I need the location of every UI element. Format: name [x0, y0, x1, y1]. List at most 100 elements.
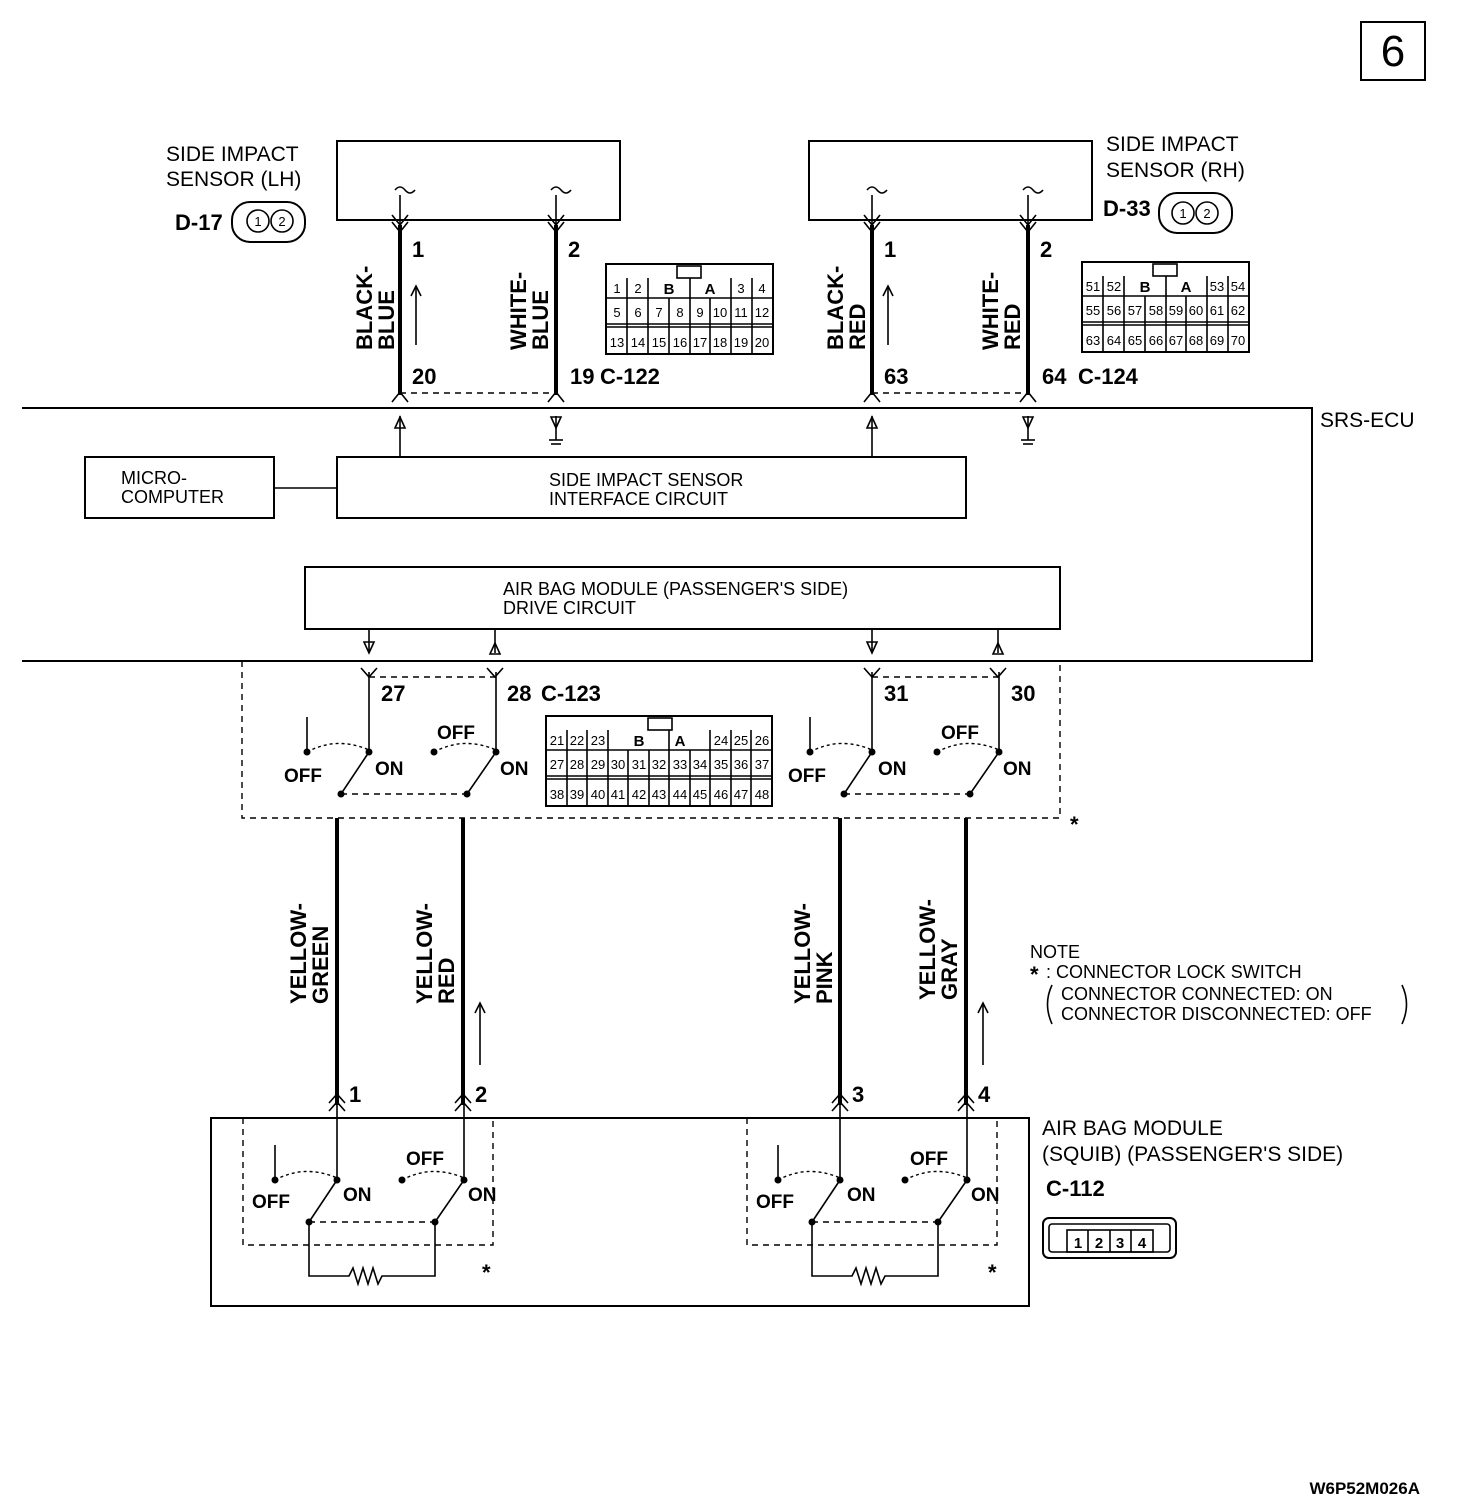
note-bracket-right [1401, 984, 1408, 1025]
squib-switch-off-4: OFF [910, 1149, 948, 1170]
sensor-lh-box [336, 140, 621, 221]
wire-lh2-color-2: BLUE [528, 290, 553, 350]
microcomputer-label-2: COMPUTER [121, 487, 224, 507]
connector-c122-face: 1 2 B A 3 4 5 6 7 8 9 10 11 12 13 14 15 … [605, 263, 774, 355]
ecu-terminal-marks [360, 667, 1007, 679]
c124-pin: 70 [1231, 333, 1245, 348]
c123-pin: 25 [734, 733, 748, 748]
sensor-lh-connector: D-17 [175, 210, 223, 235]
c122-pin: 15 [652, 335, 666, 350]
ecu-switch-on-2: ON [500, 759, 529, 780]
wire-lh2-pin-top: 2 [568, 237, 580, 262]
c123-pin: 23 [591, 733, 605, 748]
connector-c122-label: C-122 [600, 364, 660, 389]
c124-pin: 62 [1231, 303, 1245, 318]
squib-pin-1: 1 [349, 1082, 361, 1107]
c122-pin: 16 [673, 335, 687, 350]
wire-rh2-pin-bottom: 64 [1042, 364, 1067, 389]
sensor-rh-title-2: SENSOR (RH) [1106, 159, 1245, 182]
ecu-switch-on-3: ON [878, 759, 907, 780]
ecu-lock-switch-boundary [241, 661, 1061, 819]
current-arrow-icons-bottom [474, 1001, 989, 1065]
c123-pin: 47 [734, 787, 748, 802]
note-title: NOTE [1030, 942, 1080, 962]
c123-pin: 24 [714, 733, 728, 748]
sensor-lh-title-2: SENSOR (LH) [166, 168, 301, 191]
c122-pin: 8 [676, 305, 683, 320]
ecu-input-symbols [393, 415, 1035, 457]
drive-output-symbols [362, 629, 1005, 655]
wire-lh2-pin-bottom: 19 [570, 364, 594, 389]
note-star: * [1030, 962, 1039, 987]
squib-pin-2: 2 [475, 1082, 487, 1107]
c124-pin: 61 [1210, 303, 1224, 318]
c124-pin: 51 [1086, 279, 1100, 294]
wire-rh2-pin-top: 2 [1040, 237, 1052, 262]
wire-rh1-color-2: RED [845, 304, 870, 350]
c123-pin: 22 [570, 733, 584, 748]
wire-squib1-color-1: YELLOW- [286, 903, 311, 1004]
ecu-pin-31: 31 [884, 681, 908, 706]
sensor-rh-box [808, 140, 1093, 221]
c124-pin: 67 [1169, 333, 1183, 348]
drive-circuit-box [304, 566, 1061, 630]
c122-pin: 3 [737, 281, 744, 296]
interface-circuit-label-2: INTERFACE CIRCUIT [549, 489, 728, 509]
c122-pin: A [705, 281, 716, 298]
airbag-lock-switch-2 [746, 1117, 998, 1246]
squib-switch-on-3: ON [847, 1185, 876, 1206]
wire-squib3-color-1: YELLOW- [790, 903, 815, 1004]
c112-pin: 1 [1074, 1235, 1082, 1252]
sensor-lh-title-1: SIDE IMPACT [166, 143, 299, 166]
airbag-title-1: AIR BAG MODULE [1042, 1117, 1223, 1140]
c123-pin: 40 [591, 787, 605, 802]
c122-pin: 7 [655, 305, 662, 320]
c122-pin: 6 [634, 305, 641, 320]
sensor-rh-title-1: SIDE IMPACT [1106, 133, 1239, 156]
wire-squib3-color-2: PINK [812, 951, 837, 1004]
c123-pin: 31 [632, 757, 646, 772]
c123-pin: 37 [755, 757, 769, 772]
c123-pin: 46 [714, 787, 728, 802]
connector-c112-face: 1 2 3 4 [1042, 1217, 1177, 1259]
c123-pin: 27 [550, 757, 564, 772]
wire-lh1-color-2: BLUE [374, 290, 399, 350]
c122-pin: 10 [713, 305, 727, 320]
c124-pin: 54 [1231, 279, 1245, 294]
c122-pin: B [664, 281, 675, 298]
wire-rh1-pin-bottom: 63 [884, 364, 908, 389]
wire-squib4-color-2: GRAY [937, 938, 962, 1000]
wire-rh1-color-1: BLACK- [823, 266, 848, 350]
c124-pin: 64 [1107, 333, 1121, 348]
c122-pin: 4 [758, 281, 765, 296]
note-bracket-left [1046, 984, 1053, 1025]
connector-c112-label: C-112 [1046, 1176, 1105, 1201]
sensor-lh-pin-2-icon: 2 [278, 214, 285, 229]
c123-pin: A [675, 733, 686, 750]
c122-pin: 17 [693, 335, 707, 350]
c122-pin: 20 [755, 335, 769, 350]
ecu-switch-off-2: OFF [437, 723, 475, 744]
current-arrow-icons-top [410, 284, 894, 345]
wire-squib2-color-2: RED [434, 958, 459, 1004]
c123-pin: 30 [611, 757, 625, 772]
c122-pin: 19 [734, 335, 748, 350]
page-number: 6 [1381, 27, 1405, 76]
wire-rh2-color-1: WHITE- [978, 272, 1003, 350]
ecu-pin-27: 27 [381, 681, 405, 706]
c124-pin: 65 [1128, 333, 1142, 348]
c124-pin: 60 [1189, 303, 1203, 318]
c122-pin: 13 [610, 335, 624, 350]
c123-pin: 41 [611, 787, 625, 802]
bottom-wires [328, 818, 975, 1112]
squib-pin-3: 3 [852, 1082, 864, 1107]
c112-pin: 3 [1116, 1235, 1124, 1252]
wire-lh1-pin-bottom: 20 [412, 364, 436, 389]
c123-pin: 44 [673, 787, 687, 802]
c123-pin: 29 [591, 757, 605, 772]
c124-pin: 56 [1107, 303, 1121, 318]
c112-pin: 4 [1138, 1235, 1147, 1252]
squib-switch-on-1: ON [343, 1185, 372, 1206]
c122-pin: 2 [634, 281, 641, 296]
c124-pin: 53 [1210, 279, 1224, 294]
